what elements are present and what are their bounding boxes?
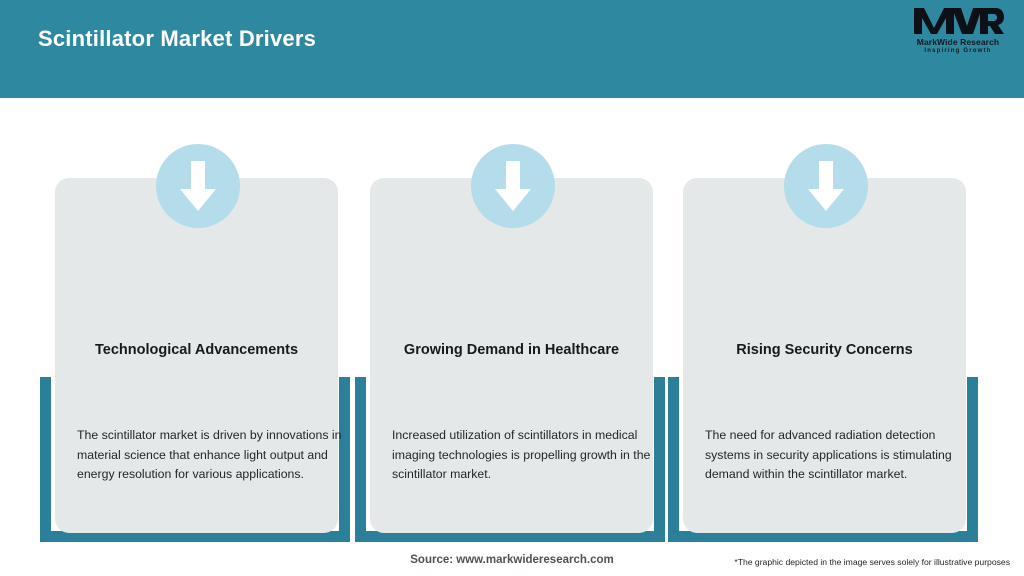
source-attribution: Source: www.markwideresearch.com <box>410 554 614 566</box>
card-panel: Technological Advancements The scintilla… <box>55 178 342 533</box>
drivers-card-row: Technological Advancements The scintilla… <box>0 98 1024 542</box>
card-bracket-accent <box>40 377 350 542</box>
card-title: Rising Security Concerns <box>736 342 913 358</box>
down-arrow-icon <box>495 161 531 211</box>
card-panel: Growing Demand in Healthcare Increased u… <box>370 178 653 533</box>
driver-card-1: Technological Advancements The scintilla… <box>40 98 356 542</box>
card-icon-circle <box>784 144 868 228</box>
mwr-logo-icon <box>914 8 1004 34</box>
driver-card-2: Growing Demand in Healthcare Increased u… <box>355 98 671 542</box>
driver-card-3: Rising Security Concerns The need for ad… <box>668 98 984 542</box>
logo-company-name: MarkWide Research <box>916 37 1000 47</box>
card-icon-circle <box>156 144 240 228</box>
page-title: Scintillator Market Drivers <box>38 26 317 51</box>
card-bracket-accent <box>355 377 665 542</box>
card-body-text: The scintillator market is driven by inn… <box>77 428 342 481</box>
markwide-research-logo: MarkWide Research Inspiring Growth <box>906 6 1010 68</box>
down-arrow-icon <box>808 161 844 211</box>
card-icon-circle <box>471 144 555 228</box>
card-title: Technological Advancements <box>94 342 299 358</box>
card-body-text: Increased utilization of scintillators i… <box>392 428 651 481</box>
logo-tagline: Inspiring Growth <box>924 48 992 54</box>
card-body-text: The need for advanced radiation detectio… <box>705 428 952 481</box>
illustrative-disclaimer: *The graphic depicted in the image serve… <box>734 557 1010 567</box>
card-title: Growing Demand in Healthcare <box>403 342 620 358</box>
header-banner: Scintillator Market Drivers MarkWide Res… <box>0 0 1024 98</box>
card-panel: Rising Security Concerns The need for ad… <box>683 178 966 533</box>
card-bracket-accent <box>668 377 978 542</box>
down-arrow-icon <box>180 161 216 211</box>
